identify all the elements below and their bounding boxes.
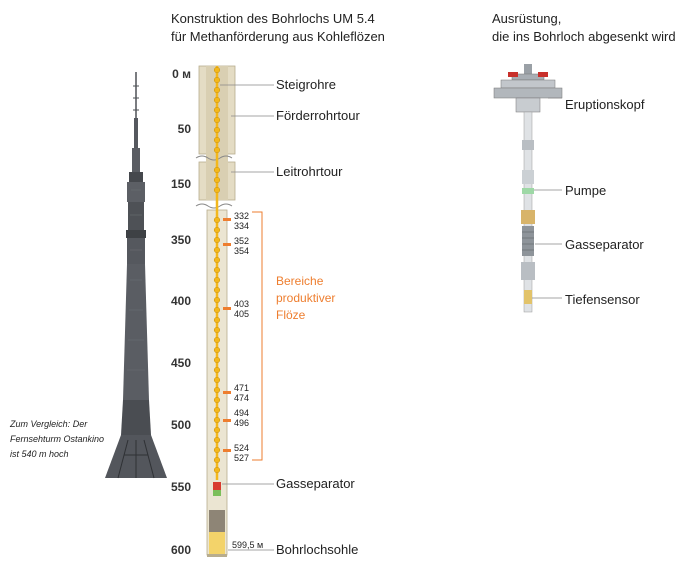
tubing-coupling <box>213 166 221 174</box>
interval-1-bottom: 334 <box>234 221 250 231</box>
tubing-coupling <box>213 96 221 104</box>
interval-6: 524 527 <box>234 443 249 463</box>
depth-label-500: 500 <box>170 418 191 432</box>
tubing-coupling <box>213 466 221 474</box>
tubing-coupling <box>213 346 221 354</box>
tubing-coupling <box>213 336 221 344</box>
tubing-coupling <box>213 106 221 114</box>
tubing-coupling <box>213 216 221 224</box>
productive-zone-label-line2: produktiver <box>276 291 336 305</box>
comparison-note-line3: ist 540 m hoch <box>10 449 69 459</box>
interval-4: 471 474 <box>234 383 249 403</box>
construction-title-line1: Konstruktion des Bohrlochs UM 5.4 <box>171 11 375 26</box>
interval-3: 403 405 <box>234 299 249 319</box>
tubing-coupling <box>213 316 221 324</box>
tubing-coupling <box>213 236 221 244</box>
productive-zone-label-line1: Bereiche <box>276 274 324 288</box>
callout-equipment-gasseparator: Gasseparator <box>565 237 644 252</box>
tubing-coupling <box>213 426 221 434</box>
depth-label-600: 600 <box>170 543 191 557</box>
comparison-note-line1: Zum Vergleich: Der <box>10 419 88 429</box>
interval-5-top: 494 <box>234 408 250 418</box>
well-illustration <box>195 65 236 557</box>
depth-label-450: 450 <box>170 356 191 370</box>
tubing-coupling <box>213 296 221 304</box>
tubing-coupling <box>213 186 221 194</box>
equipment-leader-lines <box>532 97 562 299</box>
comparison-note: Zum Vergleich: Der Fernsehturm Ostankino… <box>10 417 104 462</box>
tubing-coupling <box>213 246 221 254</box>
tubing-coupling <box>213 116 221 124</box>
tubing-coupling <box>213 386 221 394</box>
equipment-title-line1: Ausrüstung, <box>492 11 562 26</box>
tubing-coupling <box>213 356 221 364</box>
comparison-note-line2: Fernsehturm Ostankino <box>10 434 105 444</box>
tubing-coupling <box>213 436 221 444</box>
tubing-coupling <box>213 306 221 314</box>
depth-label-550: 550 <box>170 480 191 494</box>
equipment-illustration <box>493 64 563 313</box>
interval-2-top: 352 <box>234 236 250 246</box>
bottom-depth-label: 599,5 м <box>232 540 264 550</box>
tubing-coupling <box>213 276 221 284</box>
tubing-coupling <box>213 446 221 454</box>
interval-6-top: 524 <box>234 443 250 453</box>
tubing-coupling <box>213 366 221 374</box>
construction-title: Konstruktion des Bohrlochs UM 5.4 für Me… <box>171 10 385 46</box>
callout-gasseparator: Gasseparator <box>276 476 355 491</box>
productive-zone-label-line3: Flöze <box>276 308 306 322</box>
depth-label-50: 50 <box>177 122 191 136</box>
interval-1-top: 332 <box>234 211 250 221</box>
callout-steigrohre: Steigrohre <box>276 77 336 92</box>
callout-pumpe: Pumpe <box>565 183 607 198</box>
interval-2-bottom: 354 <box>234 246 250 256</box>
callout-foerderrohrtour: Förderrohrtour <box>276 108 360 123</box>
callout-tiefensensor: Tiefensensor <box>565 292 640 307</box>
interval-markers <box>223 218 231 452</box>
tubing-coupling <box>213 266 221 274</box>
tubing-coupling <box>213 226 221 234</box>
productive-zone-label: Bereiche produktiver Flöze <box>276 273 335 324</box>
tubing-coupling <box>213 396 221 404</box>
tubing-coupling <box>213 406 221 414</box>
interval-2: 352 354 <box>234 236 249 256</box>
interval-1: 332 334 <box>234 211 249 231</box>
tubing-coupling <box>213 126 221 134</box>
interval-3-bottom: 405 <box>234 309 250 319</box>
well-leader-lines <box>220 84 274 551</box>
tubing-coupling <box>213 286 221 294</box>
tubing-coupling <box>213 326 221 334</box>
construction-title-line2: für Methanförderung aus Kohleflözen <box>171 29 385 44</box>
depth-label-400: 400 <box>170 294 191 308</box>
interval-6-bottom: 527 <box>234 453 250 463</box>
tubing-coupling <box>213 376 221 384</box>
tubing-coupling <box>213 86 221 94</box>
tubing-coupling <box>213 66 221 74</box>
tubing-coupling <box>213 256 221 264</box>
equipment-title-line2: die ins Bohrloch abgesenkt wird <box>492 29 676 44</box>
callout-leitrohrtour: Leitrohrtour <box>276 164 343 179</box>
tubing-coupling <box>213 176 221 184</box>
productive-zone-bracket <box>252 211 263 461</box>
interval-3-top: 403 <box>234 299 250 309</box>
equipment-title: Ausrüstung, die ins Bohrloch abgesenkt w… <box>492 10 676 46</box>
callout-bohrlochsohle: Bohrlochsohle <box>276 542 359 557</box>
depth-label-0: 0 м <box>172 67 191 81</box>
callout-eruptionskopf: Eruptionskopf <box>565 97 645 112</box>
tubing-coupling <box>213 136 221 144</box>
tubing-coupling <box>213 76 221 84</box>
interval-5: 494 496 <box>234 408 249 428</box>
depth-label-150: 150 <box>170 177 191 191</box>
depth-label-350: 350 <box>170 233 191 247</box>
interval-5-bottom: 496 <box>234 418 250 428</box>
interval-4-top: 471 <box>234 383 250 393</box>
interval-4-bottom: 474 <box>234 393 250 403</box>
tubing-coupling <box>213 146 221 154</box>
tubing-coupling <box>213 456 221 464</box>
tubing-coupling <box>213 416 221 424</box>
tv-tower-illustration <box>105 72 167 479</box>
